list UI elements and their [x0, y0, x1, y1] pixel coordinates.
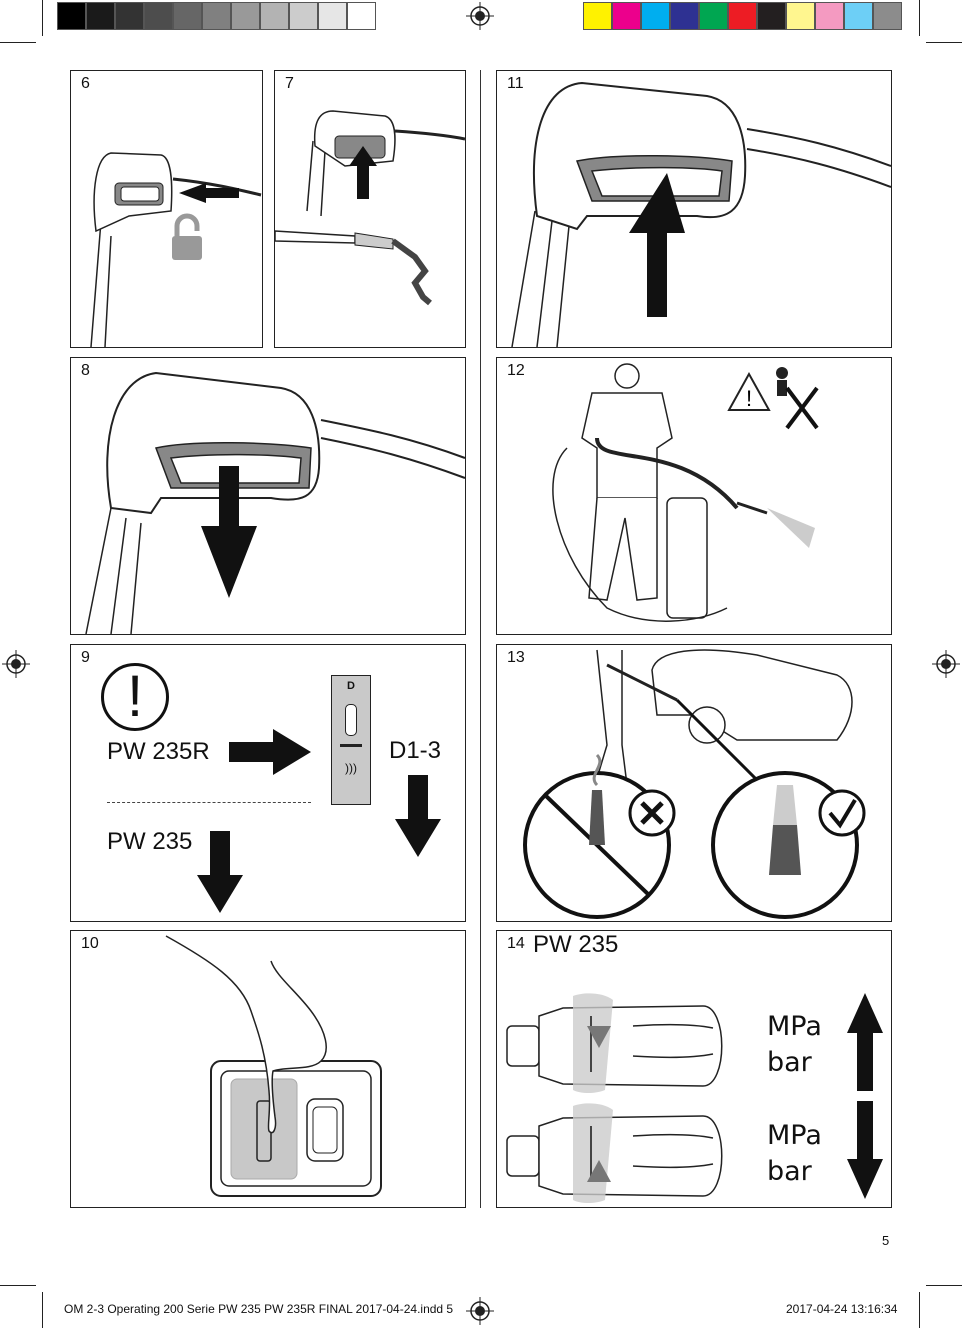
footer-timestamp: 2017-04-24 13:16:34 — [786, 1302, 898, 1316]
arrow-down-icon — [847, 1101, 883, 1199]
panel-number: 6 — [81, 75, 90, 92]
pressure-dial-panel: D ))) — [331, 675, 371, 805]
panel-number: 14 — [507, 935, 525, 952]
crop-mark — [0, 1285, 36, 1286]
panel-11: 11 — [496, 70, 892, 348]
color-swatch — [815, 2, 844, 30]
pressure-unit-down: MPa bar — [767, 1120, 822, 1187]
panel-14: 14 PW 235 MPa bar MPa bar — [496, 930, 892, 1208]
color-swatch — [873, 2, 902, 30]
gray-swatch — [144, 2, 173, 30]
panel-number: 11 — [507, 75, 524, 92]
dashed-separator — [107, 802, 311, 803]
warning-symbol: ! — [746, 386, 752, 411]
model-label-235: PW 235 — [533, 931, 619, 958]
warning-circle: ! — [101, 663, 169, 731]
panel-10: 10 — [70, 930, 466, 1208]
registration-mark-icon — [932, 650, 960, 678]
color-swatch — [612, 2, 641, 30]
panel-9: 9 ! PW 235R D ))) D1-3 PW 235 — [70, 644, 466, 922]
person-washing-illustration: ! — [552, 363, 819, 622]
arrow-down-icon — [395, 775, 441, 857]
panel-6: 6 — [70, 70, 263, 348]
nozzle-distance-illustration — [523, 649, 866, 919]
crop-mark — [42, 1292, 43, 1328]
crop-mark — [919, 0, 920, 36]
panel-number: 8 — [81, 362, 90, 379]
gray-swatch — [318, 2, 347, 30]
color-swatch — [670, 2, 699, 30]
crop-mark — [42, 0, 43, 36]
pressure-unit-up: MPa bar — [767, 1011, 822, 1078]
model-label-235: PW 235 — [107, 828, 193, 855]
color-swatch — [786, 2, 815, 30]
color-swatch — [728, 2, 757, 30]
panel-number: 12 — [507, 362, 525, 379]
gray-swatch — [115, 2, 144, 30]
warning-symbol: ! — [126, 664, 144, 729]
handle-trigger-illustration — [275, 110, 465, 306]
color-bar-colors — [583, 0, 905, 32]
arrow-down-icon — [197, 831, 243, 913]
color-swatch — [583, 2, 612, 30]
panel-7: 7 — [274, 70, 466, 348]
crop-mark — [919, 1292, 920, 1328]
footer-file-name: OM 2-3 Operating 200 Serie PW 235 PW 235… — [64, 1302, 454, 1316]
handle-trigger-release-illustration — [85, 371, 465, 634]
color-swatch — [844, 2, 873, 30]
registration-mark-icon — [466, 2, 494, 30]
gray-swatch — [347, 2, 376, 30]
panel-12: 12 ! — [496, 357, 892, 635]
gray-swatch — [231, 2, 260, 30]
color-swatch — [641, 2, 670, 30]
button-press-illustration — [165, 935, 382, 1197]
panel-number: 7 — [285, 75, 294, 92]
gray-swatch — [260, 2, 289, 30]
crop-mark — [926, 1285, 962, 1286]
panel-number: 13 — [507, 649, 525, 666]
spray-gun-icon — [340, 744, 362, 757]
crop-mark — [926, 42, 962, 43]
arrow-right-icon — [229, 729, 311, 775]
wireless-icon: ))) — [345, 761, 357, 775]
gray-swatch — [289, 2, 318, 30]
setting-label: D1-3 — [389, 737, 442, 764]
panel-number: 9 — [81, 649, 90, 666]
gray-swatch — [202, 2, 231, 30]
color-bar-grays — [57, 0, 379, 32]
crop-mark — [0, 42, 36, 43]
gray-swatch — [57, 2, 86, 30]
handle-illustration — [90, 152, 262, 347]
registration-mark-icon — [2, 650, 30, 678]
page-number: 5 — [882, 1233, 890, 1248]
color-swatch — [757, 2, 786, 30]
gray-swatch — [86, 2, 115, 30]
registration-mark-icon — [466, 1297, 494, 1325]
arrow-up-icon — [847, 993, 883, 1091]
panel-8: 8 — [70, 357, 466, 635]
panel-13: 13 — [496, 644, 892, 922]
model-label-235r: PW 235R — [107, 738, 210, 765]
column-divider — [480, 70, 481, 1208]
gray-swatch — [173, 2, 202, 30]
color-swatch — [699, 2, 728, 30]
dial-slider — [345, 704, 357, 736]
dial-letter: D — [347, 680, 355, 692]
panel-number: 10 — [81, 935, 99, 952]
nozzle-rotate-illustration — [506, 993, 723, 1203]
handle-trigger-squeeze-illustration — [511, 81, 891, 347]
